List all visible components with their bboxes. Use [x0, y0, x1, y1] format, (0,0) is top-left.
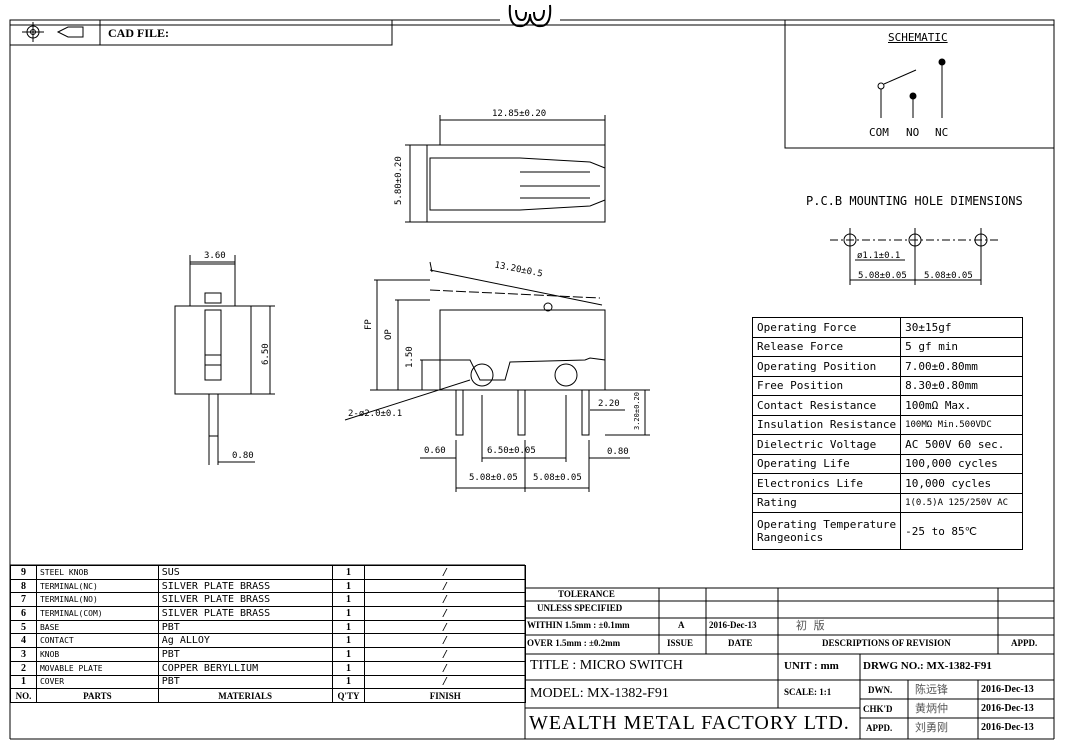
- appd-date: 2016-Dec-13: [981, 722, 1034, 733]
- part-no: 4: [10, 633, 37, 649]
- spec-name: Insulation Resistance: [751, 414, 902, 435]
- parts-header-cell: MATERIALS: [157, 688, 333, 703]
- pin-no: NO: [906, 126, 920, 139]
- spec-value: 5 gf min: [900, 336, 1023, 357]
- spec-name: Operating Position: [751, 356, 902, 377]
- spec-value: 30±15gf: [900, 317, 1023, 338]
- pcb-hole-diagram: [830, 228, 1000, 285]
- dim-650: 6.50±0.05: [487, 446, 536, 456]
- unit-label: UNIT : mm: [784, 660, 839, 672]
- dim-top-width: 12.85±0.20: [492, 109, 547, 119]
- tolerance-label: TOLERANCE: [558, 589, 615, 599]
- rev-description: 初 版: [796, 619, 825, 632]
- unless-specified-label: UNLESS SPECIFIED: [537, 603, 623, 613]
- date-header: DATE: [728, 638, 753, 648]
- scale-label: SCALE: 1:1: [784, 687, 832, 697]
- model-label: MODEL: MX-1382-F91: [530, 686, 669, 701]
- pcb-hole-dim: ø1.1±0.1: [857, 251, 901, 261]
- dim-080: 0.80: [607, 447, 629, 457]
- dim-pitch-1: 5.08±0.05: [469, 473, 518, 483]
- drwg-number: DRWG NO.: MX-1382-F91: [863, 660, 992, 672]
- descriptions-header: DESCRIPTIONS OF REVISION: [822, 638, 951, 648]
- spec-value: 100mΩ Max.: [900, 395, 1023, 416]
- drawing-title: TITLE : MICRO SWITCH: [530, 658, 683, 673]
- tolerance-over: OVER 1.5mm : ±0.2mm: [527, 638, 621, 648]
- rev-date: 2016-Dec-13: [709, 620, 757, 630]
- company-name: WEALTH METAL FACTORY LTD.: [529, 712, 850, 734]
- switch-schematic-icon: [877, 58, 946, 118]
- front-view-drawing: [344, 261, 650, 492]
- pcb-title: P.C.B MOUNTING HOLE DIMENSIONS: [806, 194, 1023, 208]
- appd-name: 刘勇刚: [915, 721, 948, 734]
- issue-header: ISSUE: [667, 638, 694, 648]
- dwn-name: 陈远锋: [915, 683, 948, 696]
- dim-holes: 2-ø2.0±0.1: [348, 409, 403, 419]
- spec-name: Contact Resistance: [751, 395, 902, 416]
- dwn-label: DWN.: [868, 685, 893, 695]
- parts-header-cell: Q'TY: [331, 688, 366, 703]
- parts-header-cell: NO.: [10, 688, 37, 703]
- spec-value: 7.00±0.80mm: [900, 356, 1023, 377]
- tolerance-within: WITHIN 1.5mm : ±0.1mm: [527, 620, 630, 630]
- pcb-spacing-2: 5.08±0.05: [924, 271, 973, 281]
- parts-header-cell: PARTS: [35, 688, 159, 703]
- spec-value: -25 to 85℃: [900, 512, 1023, 550]
- dim-060: 0.60: [424, 446, 446, 456]
- spec-name: Operating Temperature Rangeonics: [751, 512, 902, 550]
- pin-com: COM: [869, 126, 889, 139]
- spec-value: 10,000 cycles: [900, 473, 1023, 494]
- rev-letter: A: [678, 620, 685, 630]
- spec-value: 8.30±0.80mm: [900, 375, 1023, 396]
- company-logo-icon: [508, 4, 552, 28]
- spec-row: Operating Temperature Rangeonics-25 to 8…: [751, 512, 1023, 550]
- schematic-title: SCHEMATIC: [888, 31, 948, 44]
- spec-value: 100,000 cycles: [900, 453, 1023, 474]
- top-view-drawing: [405, 115, 606, 223]
- pin-nc: NC: [935, 126, 949, 139]
- part-no: 5: [10, 619, 37, 635]
- dim-side-width: 3.60: [204, 251, 226, 261]
- dim-220: 2.20: [598, 399, 620, 409]
- pcb-spacing-1: 5.08±0.05: [858, 271, 907, 281]
- projection-symbol-icon: [22, 22, 84, 42]
- spec-name: Release Force: [751, 336, 902, 357]
- spec-name: Operating Force: [751, 317, 902, 338]
- dim-pitch-2: 5.08±0.05: [533, 473, 582, 483]
- chk-date: 2016-Dec-13: [981, 703, 1034, 714]
- appd-header: APPD.: [1011, 638, 1038, 648]
- appd-label: APPD.: [866, 723, 893, 733]
- side-view-drawing: [174, 255, 275, 465]
- part-no: 2: [10, 660, 37, 676]
- dwn-date: 2016-Dec-13: [981, 684, 1034, 695]
- chk-label: CHK'D: [863, 704, 893, 714]
- chk-name: 黄炳仲: [915, 702, 948, 715]
- cad-file-label: CAD FILE:: [108, 26, 170, 40]
- parts-header-cell: FINISH: [364, 688, 526, 703]
- dim-side-pin: 0.80: [232, 451, 254, 461]
- part-qty: 1: [331, 674, 366, 690]
